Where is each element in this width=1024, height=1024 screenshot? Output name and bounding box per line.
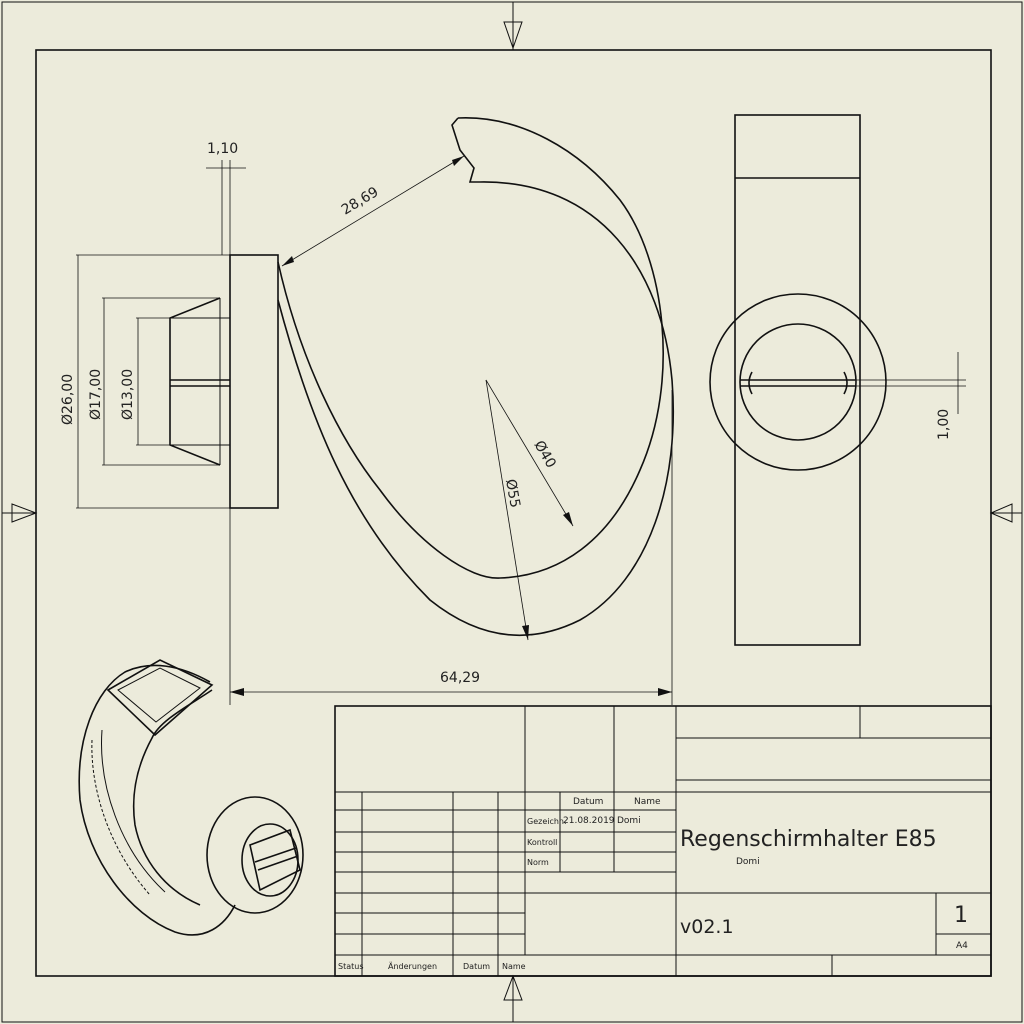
isometric-view — [78, 659, 304, 936]
dim-dia-40: Ø40 — [531, 438, 559, 471]
sheet-format: A4 — [956, 941, 968, 951]
dim-distance: 28,69 — [339, 184, 382, 218]
rev-status: Status — [338, 962, 364, 971]
rev-name: Name — [502, 962, 526, 971]
dim-width: 64,29 — [440, 670, 480, 686]
dim-dia-17: Ø17,00 — [88, 369, 104, 420]
dim-dia-55: Ø55 — [502, 478, 523, 509]
rev-changes: Änderungen — [388, 961, 437, 971]
dim-dia-26: Ø26,00 — [60, 374, 76, 425]
title-block — [334, 705, 992, 977]
drawing-title: Regenschirmhalter E85 — [680, 827, 937, 852]
drawing-version: v02.1 — [680, 916, 734, 938]
front-view — [169, 117, 675, 637]
drawn-name: Domi — [617, 816, 641, 826]
drawn-date: 21.08.2019 — [563, 816, 615, 826]
row-gezeichnet: Gezeichn. — [527, 817, 567, 826]
side-view — [709, 114, 966, 646]
col-datum: Datum — [573, 797, 603, 807]
row-kontroll: Kontroll — [527, 838, 557, 847]
sheet-number: 1 — [954, 903, 968, 928]
rev-datum: Datum — [463, 962, 490, 971]
front-view-dimensions — [76, 155, 673, 705]
col-name: Name — [634, 797, 661, 807]
dim-slot: 1,00 — [936, 409, 952, 440]
drawing-author: Domi — [736, 857, 760, 867]
dim-thickness: 1,10 — [207, 141, 238, 157]
row-norm: Norm — [527, 858, 549, 867]
dim-dia-13: Ø13,00 — [120, 369, 136, 420]
